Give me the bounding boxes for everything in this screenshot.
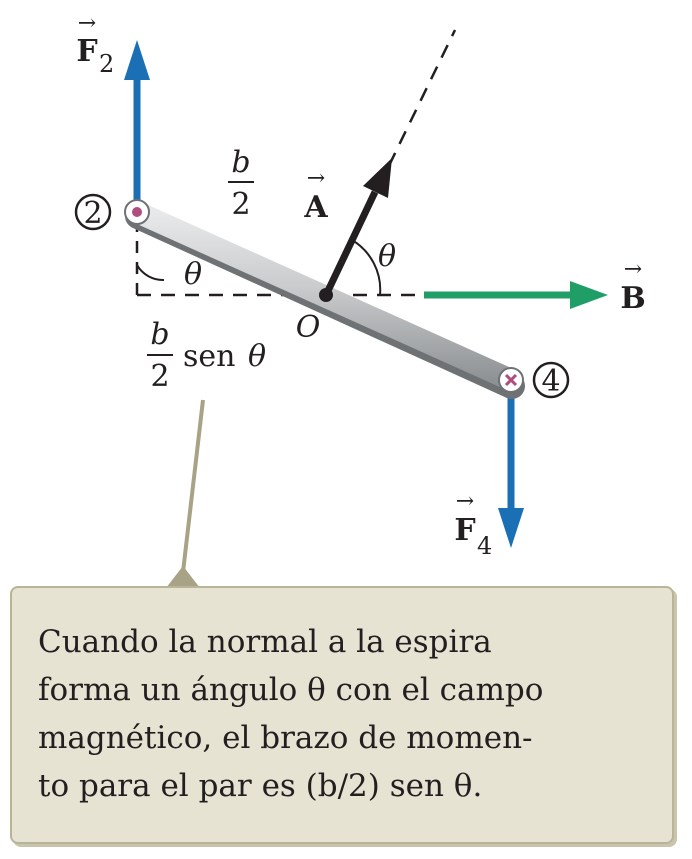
f4-arrow-accent: → xyxy=(456,489,474,514)
side-4-number: 4 xyxy=(541,364,560,399)
f4-label: F xyxy=(454,513,475,548)
caption-line-4: to para el par es (b/2) sen θ. xyxy=(38,768,483,804)
arm-numerator: b xyxy=(150,317,169,352)
half-length-numerator: b xyxy=(231,145,250,180)
caption-line-3: magnético, el brazo de momen- xyxy=(38,720,533,756)
pivot-point xyxy=(319,288,333,302)
side-4-circle xyxy=(532,361,570,399)
caption-line-1: Cuando la normal a la espira xyxy=(38,624,492,660)
f4-subscript: 4 xyxy=(477,532,492,560)
a-label: A xyxy=(303,190,328,225)
callout-pointer-tip xyxy=(166,566,200,588)
theta-right-arc xyxy=(351,239,382,296)
theta-left-label: θ xyxy=(184,257,202,292)
arm-sen-label: sen xyxy=(183,339,235,374)
caption-box xyxy=(10,586,674,844)
a-arrow-accent: → xyxy=(307,166,325,191)
half-length-denominator: 2 xyxy=(231,187,250,222)
current-in-cross xyxy=(504,373,518,387)
b-arrow-accent: → xyxy=(624,257,642,282)
f2-subscript: 2 xyxy=(99,50,114,78)
f2-label: F xyxy=(76,34,97,69)
pivot-label: O xyxy=(296,310,321,345)
b-label: B xyxy=(620,281,645,316)
callout-pointer-line xyxy=(181,399,205,573)
theta-left-arc xyxy=(136,264,165,282)
caption-text: Cuando la normal a la espira forma un án… xyxy=(38,618,658,810)
arm-denominator: 2 xyxy=(150,359,169,394)
theta-right-label: θ xyxy=(378,239,396,274)
caption-line-2: forma un ángulo θ con el campo xyxy=(38,672,544,708)
side-2-number: 2 xyxy=(83,196,102,231)
current-out-dot xyxy=(132,207,142,217)
area-vector-head xyxy=(363,158,392,198)
b-field-arrow-head xyxy=(570,281,608,309)
f4-arrow-head xyxy=(498,508,524,548)
arm-theta-label: θ xyxy=(248,339,266,374)
area-vector-shaft xyxy=(322,190,379,297)
f2-arrow-accent: → xyxy=(78,11,96,36)
f2-arrow-head xyxy=(124,40,150,80)
side-2-circle xyxy=(74,193,112,231)
